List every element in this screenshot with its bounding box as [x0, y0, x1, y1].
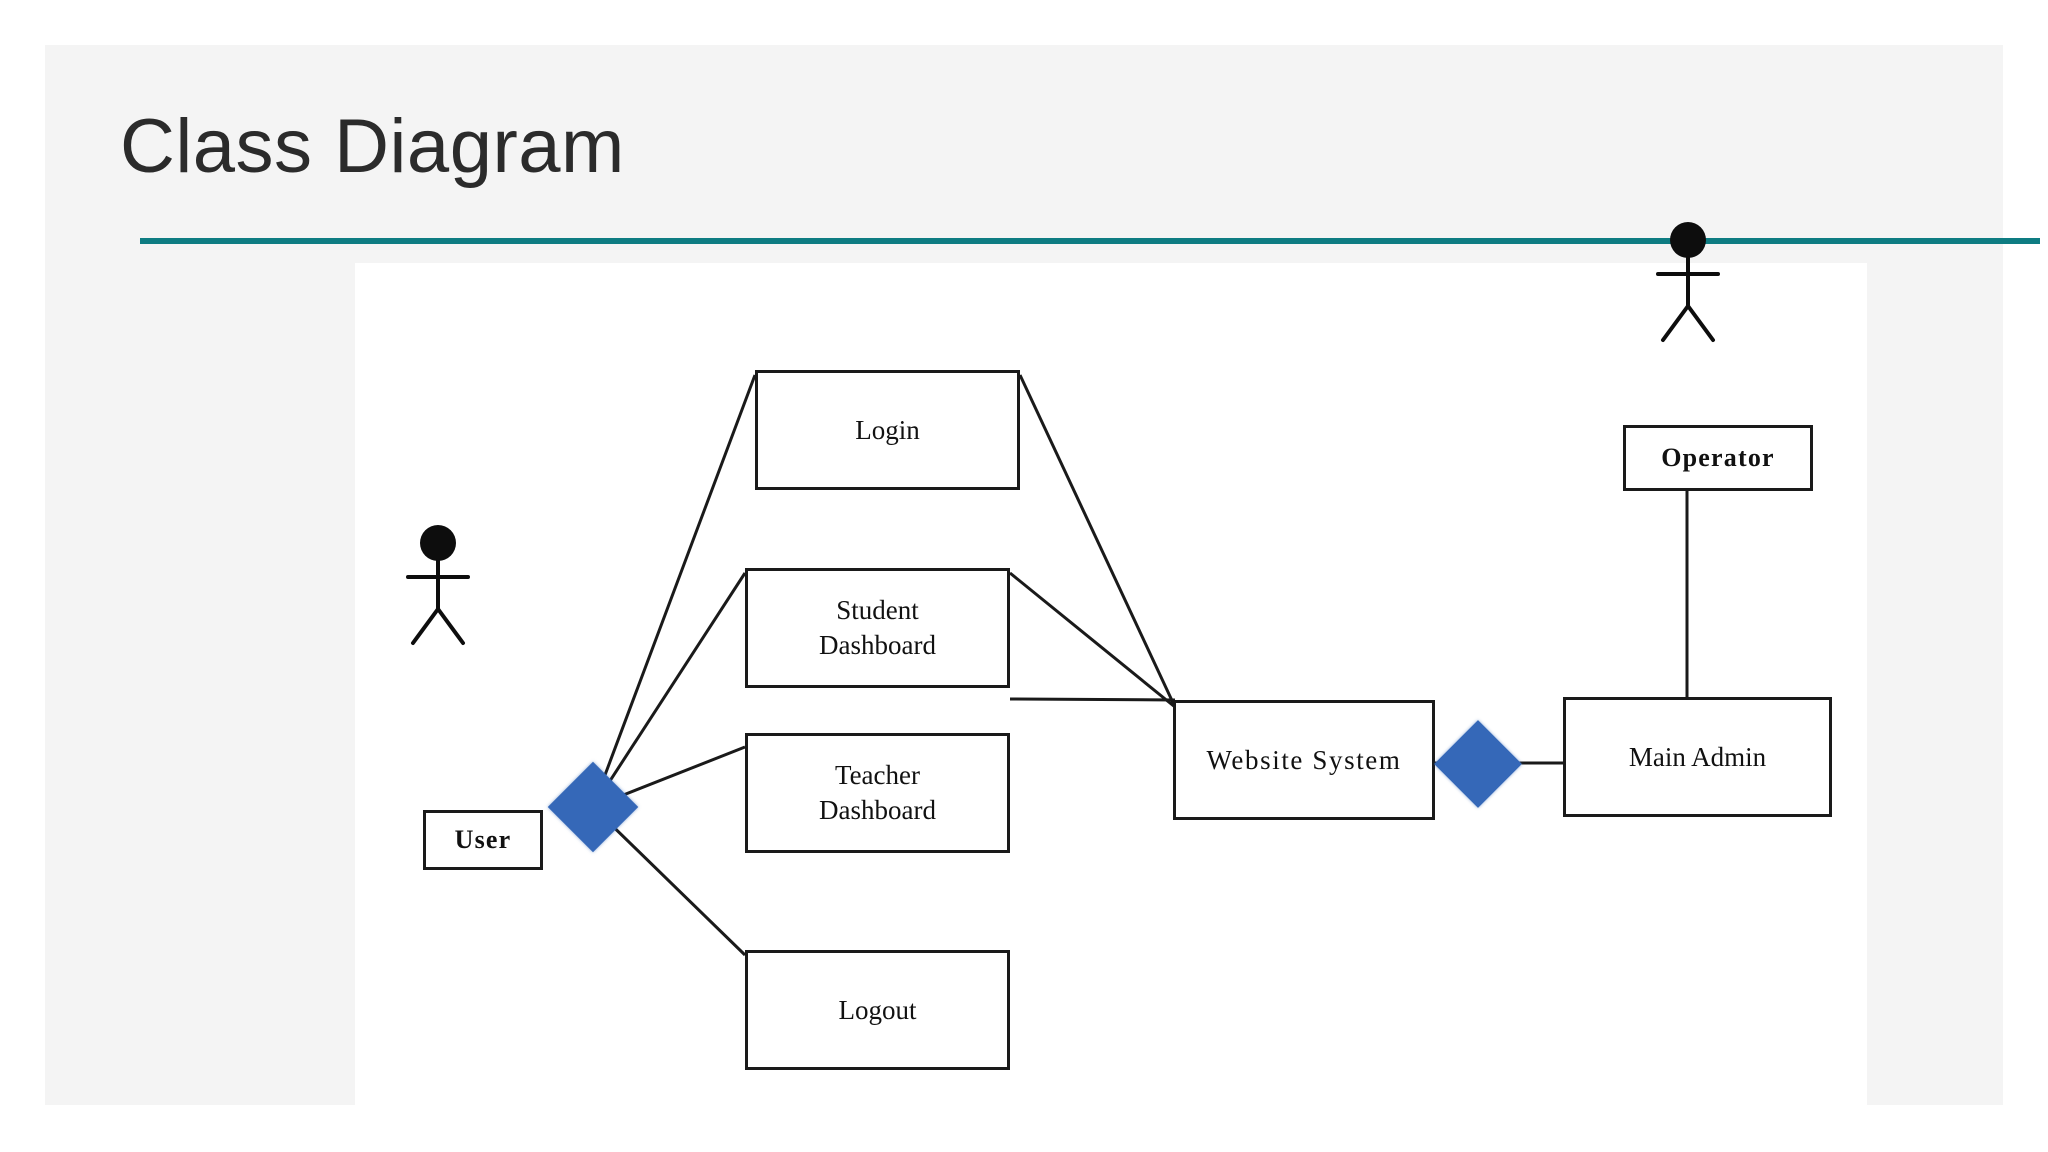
actor-box-operator[interactable]: Operator [1623, 425, 1813, 491]
class-box-logout[interactable]: Logout [745, 950, 1010, 1070]
class-box-website-system[interactable]: Website System [1173, 700, 1435, 820]
slide-background: Class Diagram [45, 45, 2040, 1147]
user-actor-figure [393, 521, 483, 651]
stick-figure-icon [1656, 222, 1720, 342]
wire-student-website [1009, 571, 1176, 709]
class-label-line1: Student [836, 595, 919, 626]
class-label-line2: Dashboard [819, 795, 936, 825]
operator-actor-figure [1643, 218, 1733, 348]
actor-box-user[interactable]: User [423, 810, 543, 870]
stick-figure-icon [406, 525, 470, 645]
title-divider [140, 238, 2040, 244]
page-title: Class Diagram [120, 104, 625, 189]
wire-login-website [1018, 374, 1177, 708]
wire-user-student [591, 572, 747, 808]
wire-user-login [591, 374, 757, 808]
wire-teacher-website [1009, 697, 1176, 702]
class-box-login[interactable]: Login [755, 370, 1020, 490]
aggregation-diamond-user[interactable] [547, 761, 639, 853]
class-box-student-dashboard[interactable]: Student Dashboard [745, 568, 1010, 688]
class-label-line1: Teacher [834, 760, 921, 791]
class-label-line2: Dashboard [819, 630, 936, 660]
aggregation-diamond-admin[interactable] [1434, 720, 1522, 808]
class-box-teacher-dashboard[interactable]: Teacher Dashboard [745, 733, 1010, 853]
diagram-canvas: User Login Student Dashboard Teacher Das… [355, 222, 1867, 1147]
class-box-main-admin[interactable]: Main Admin [1563, 697, 1832, 817]
